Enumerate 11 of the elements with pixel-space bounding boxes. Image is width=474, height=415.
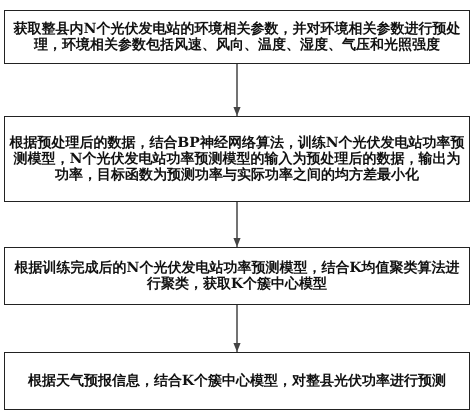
process-box (4, 247, 470, 305)
process-box (4, 10, 470, 64)
arrow (233, 64, 241, 116)
arrow (233, 305, 241, 352)
step-text: 获取整县内N个光伏发电站的环境相关参数，并对环境相关参数进行预处理，环境相关参数包括风速、风向、温度、湿度、气压和光照强度 (12, 21, 462, 53)
step-text: 根据预处理后的数据，结合BP神经网络算法，训练N个光伏发电站功率预测模型，N个光伏发电站功率预测模型的输入为预处理后的数据，输出为功率，目标函数为预测功率与实际功率之间的均方差最小化 (8, 135, 466, 183)
process-box (4, 352, 470, 410)
step-text: 根据训练完成后的N个光伏发电站功率预测模型，结合K均值聚类算法进行聚类，获取K个簇中心模型 (13, 260, 460, 292)
process-box (4, 116, 470, 202)
step-text: 根据天气预报信息，结合K个簇中心模型，对整县光伏功率进行预测 (28, 373, 446, 389)
arrow (233, 202, 241, 247)
